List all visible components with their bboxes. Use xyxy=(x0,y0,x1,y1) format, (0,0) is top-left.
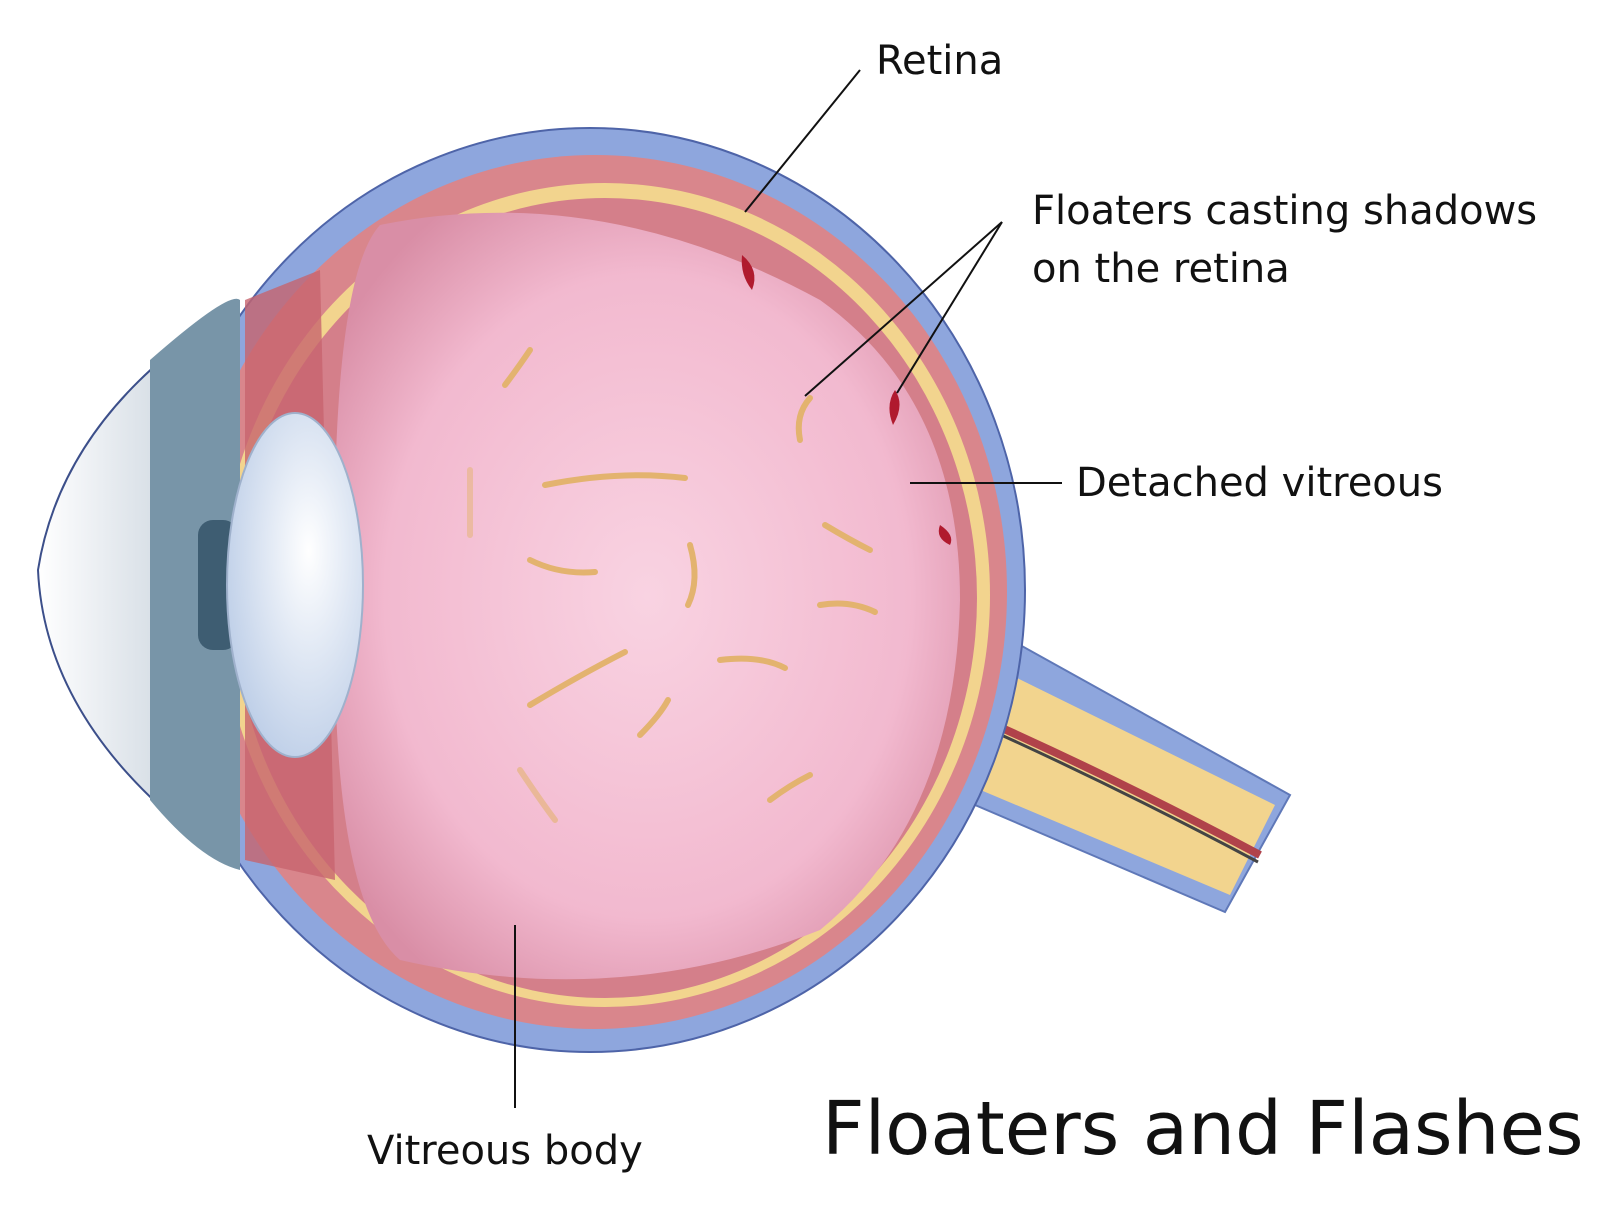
leader-lines xyxy=(514,69,1062,1108)
lens xyxy=(226,412,364,758)
label-detached-vitreous: Detached vitreous xyxy=(1076,460,1443,506)
floaters xyxy=(467,347,878,823)
label-floaters-line2: on the retina xyxy=(1032,246,1290,292)
iris xyxy=(150,298,240,870)
label-vitreous-body: Vitreous body xyxy=(367,1128,643,1174)
label-retina: Retina xyxy=(876,38,1004,84)
floater-shadows xyxy=(741,255,952,545)
diagram-title: Floaters and Flashes xyxy=(822,1086,1584,1172)
label-floaters-line1: Floaters casting shadows xyxy=(1032,188,1538,234)
